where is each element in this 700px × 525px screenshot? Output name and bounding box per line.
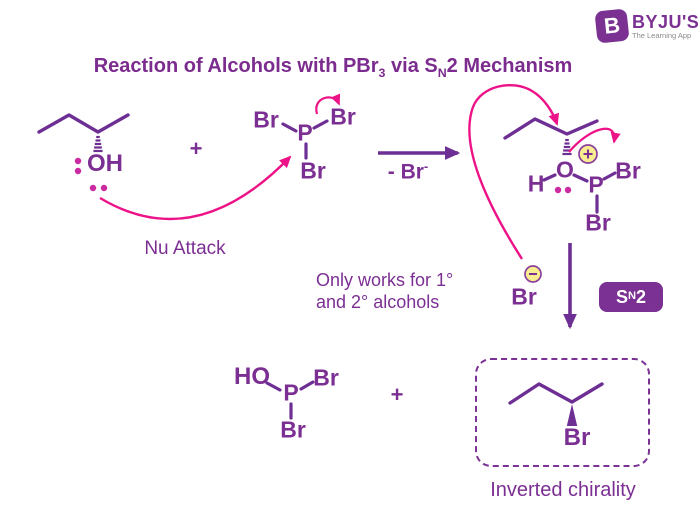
byjus-logo-icon: B	[594, 8, 630, 44]
note-line-2: and 2° alcohols	[316, 292, 440, 312]
alcohol-hash-wedge-bond	[93, 135, 103, 153]
hopbr2-br-bottom-label: Br	[280, 416, 306, 443]
intermediate-h-label: H	[527, 170, 545, 197]
pbr3-bonds	[281, 119, 329, 160]
hopbr2-p-label: P	[283, 379, 299, 406]
hopbr2-br-right-label: Br	[313, 364, 339, 391]
pbr3-br-bottom-label: Br	[300, 157, 326, 184]
page-title: Reaction of Alcohols with PBr3 via SN2 M…	[93, 55, 573, 80]
logo-letter: B	[602, 12, 622, 39]
product-solid-wedge-bond	[566, 404, 578, 426]
bond-cleavage-curved-arrow	[315, 93, 341, 115]
bromide-attack-curved-arrow	[468, 83, 560, 260]
intermediate-bonds	[542, 171, 617, 214]
intermediate-br-bottom-label: Br	[585, 209, 611, 236]
byjus-logo-text: BYJU'S	[632, 12, 700, 32]
intermediate-skeleton	[503, 117, 599, 140]
intermediate-br-right-label: Br	[615, 157, 641, 184]
product-skeleton	[508, 382, 604, 405]
bromide-anion-label: Br	[511, 283, 537, 310]
plus-charge-icon	[578, 144, 598, 164]
pbr3-p-label: P	[297, 119, 313, 146]
plus-sign-products: +	[390, 382, 404, 407]
intermediate-lone-pairs-icon	[554, 186, 572, 194]
product-br-label: Br	[563, 424, 591, 451]
minus-br-condition-label: - Br-	[387, 158, 429, 184]
leaving-group-curved-arrow	[568, 127, 621, 153]
hopbr2-bonds	[265, 380, 315, 420]
product-dashed-box	[475, 358, 650, 467]
note-text: Only works for 1° and 2° alcohols	[316, 269, 453, 313]
minus-charge-icon	[524, 265, 542, 283]
plus-sign-reactants: +	[189, 136, 203, 161]
oxygen-lone-pairs-icon	[74, 157, 108, 192]
byjus-logo-tagline: The Learning App	[632, 31, 692, 40]
hopbr2-ho-label: HO	[234, 363, 270, 390]
note-line-1: Only works for 1°	[316, 270, 454, 290]
nu-attack-curved-arrow	[99, 155, 292, 221]
alcohol-oh-label: OH	[87, 150, 123, 177]
intermediate-o-label: O	[556, 156, 574, 183]
intermediate-p-label: P	[588, 171, 604, 198]
nu-attack-label: Nu Attack	[144, 238, 226, 259]
inverted-chirality-label: Inverted chirality	[490, 479, 636, 501]
pbr3-br-right-label: Br	[330, 103, 356, 130]
pbr3-br-left-label: Br	[253, 106, 279, 133]
alcohol-skeleton	[37, 113, 130, 134]
